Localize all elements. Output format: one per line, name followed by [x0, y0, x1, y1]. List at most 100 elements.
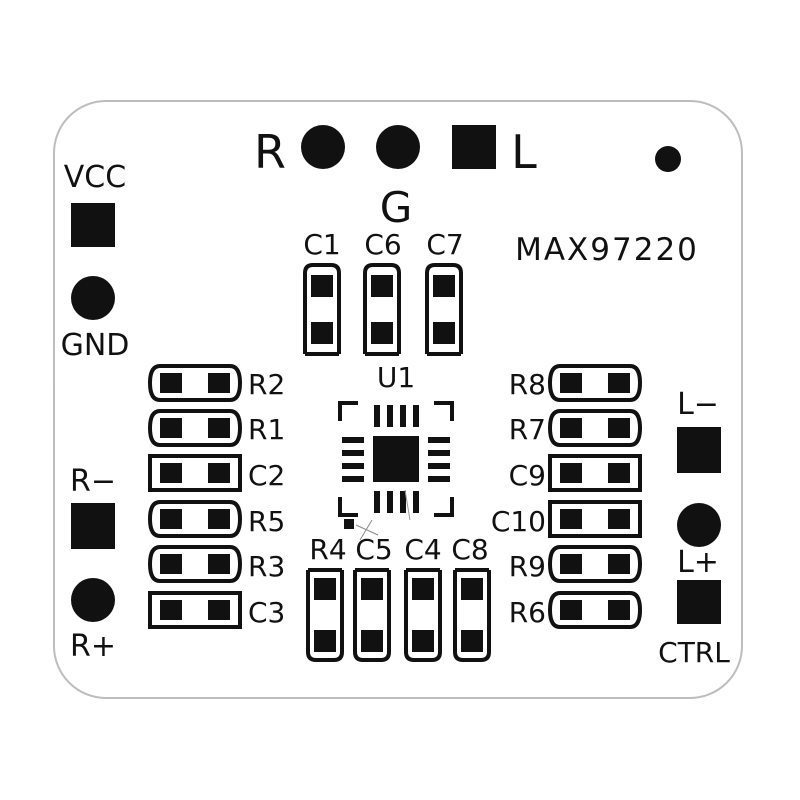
- right-col-label: R6: [509, 596, 546, 629]
- cap-pad: [314, 630, 336, 652]
- header-right-channel-label: R: [254, 125, 286, 179]
- component-outline: [148, 591, 242, 629]
- l-minus-label: L−: [677, 387, 719, 422]
- cap-pad: [311, 322, 333, 344]
- l-plus-pad: [677, 503, 721, 547]
- component-pad: [608, 509, 630, 529]
- ic-thermal-pad: [373, 436, 419, 482]
- component-outline: [229, 500, 243, 538]
- component-outline: [547, 545, 561, 583]
- cap-pad: [361, 578, 383, 600]
- ic-pin: [413, 405, 419, 427]
- right-col-label: R8: [509, 368, 546, 401]
- component-pad: [160, 373, 182, 393]
- ic-pin: [342, 450, 364, 456]
- cap-pad: [412, 630, 434, 652]
- ic-pin: [428, 450, 450, 456]
- ic-outline: [338, 497, 358, 517]
- header-left-channel-label: L: [511, 125, 537, 179]
- component-pad: [560, 600, 582, 620]
- ic-pin: [374, 491, 380, 513]
- fiducial-mark: [655, 146, 681, 172]
- component-outline: [629, 591, 643, 629]
- ic-u1-footprint: [338, 401, 454, 541]
- top-cap-label: C1: [303, 228, 340, 261]
- cap-pad: [361, 630, 383, 652]
- cap-pad: [461, 630, 483, 652]
- component-pad: [608, 463, 630, 483]
- component-outline: [547, 364, 561, 402]
- cap-pad: [461, 578, 483, 600]
- cap-outline: [453, 568, 491, 662]
- component-outline: [629, 364, 643, 402]
- component-outline: [229, 545, 243, 583]
- component-pad: [608, 373, 630, 393]
- left-col-label: C2: [248, 459, 285, 492]
- cap-outline: [303, 263, 341, 356]
- ic-pin: [428, 463, 450, 469]
- ic-pin1-marker: [344, 519, 354, 529]
- header-pad-round-1: [301, 125, 345, 169]
- ic-pin: [428, 476, 450, 482]
- ic-pin: [342, 463, 364, 469]
- r-minus-label: R−: [70, 464, 116, 499]
- ic-trace: [359, 519, 373, 541]
- gnd-pad: [71, 276, 115, 320]
- component-outline: [547, 409, 561, 447]
- component-pad: [560, 463, 582, 483]
- component-outline: [548, 500, 642, 538]
- ctrl-label: CTRL: [658, 636, 730, 669]
- component-pad: [208, 509, 230, 529]
- ic-pin: [342, 476, 364, 482]
- gnd-label: GND: [61, 328, 130, 363]
- ic-pin: [342, 437, 364, 443]
- component-outline: [629, 545, 643, 583]
- ic-ref-label: U1: [377, 361, 415, 394]
- ic-pin: [400, 405, 406, 427]
- left-col-label: R5: [248, 505, 285, 538]
- cap-outline: [425, 263, 463, 356]
- component-pad: [608, 600, 630, 620]
- bottom-cap-label: C5: [355, 533, 392, 566]
- cap-pad: [412, 578, 434, 600]
- left-col-label: R2: [248, 368, 285, 401]
- cap-outline: [353, 568, 391, 662]
- component-outline: [147, 364, 161, 402]
- component-pad: [208, 463, 230, 483]
- component-pad: [160, 554, 182, 574]
- r-plus-pad: [71, 578, 115, 622]
- bottom-cap-label: C4: [404, 533, 441, 566]
- top-cap-label: C7: [426, 228, 463, 261]
- component-outline: [148, 454, 242, 492]
- r-minus-pad: [71, 503, 115, 549]
- component-outline: [229, 409, 243, 447]
- cap-outline: [306, 568, 344, 662]
- component-pad: [208, 554, 230, 574]
- left-col-label: R3: [248, 550, 285, 583]
- ctrl-pad: [677, 580, 721, 624]
- left-col-label: C3: [248, 596, 285, 629]
- ic-outline: [434, 497, 454, 517]
- component-outline: [147, 409, 161, 447]
- ic-outline: [338, 401, 358, 421]
- component-pad: [608, 418, 630, 438]
- component-pad: [208, 600, 230, 620]
- r-plus-label: R+: [70, 629, 116, 664]
- component-outline: [147, 545, 161, 583]
- component-outline: [547, 591, 561, 629]
- component-pad: [560, 509, 582, 529]
- cap-pad: [371, 322, 393, 344]
- header-pad-round-2: [376, 125, 420, 169]
- ic-pin: [413, 491, 419, 513]
- ic-pin: [428, 437, 450, 443]
- cap-pad: [311, 275, 333, 297]
- cap-pad: [433, 275, 455, 297]
- right-col-label: C10: [491, 505, 546, 538]
- right-col-label: C9: [509, 459, 546, 492]
- bottom-cap-label: R4: [309, 533, 346, 566]
- component-pad: [208, 418, 230, 438]
- component-outline: [629, 409, 643, 447]
- right-col-label: R7: [509, 413, 546, 446]
- cap-pad: [371, 275, 393, 297]
